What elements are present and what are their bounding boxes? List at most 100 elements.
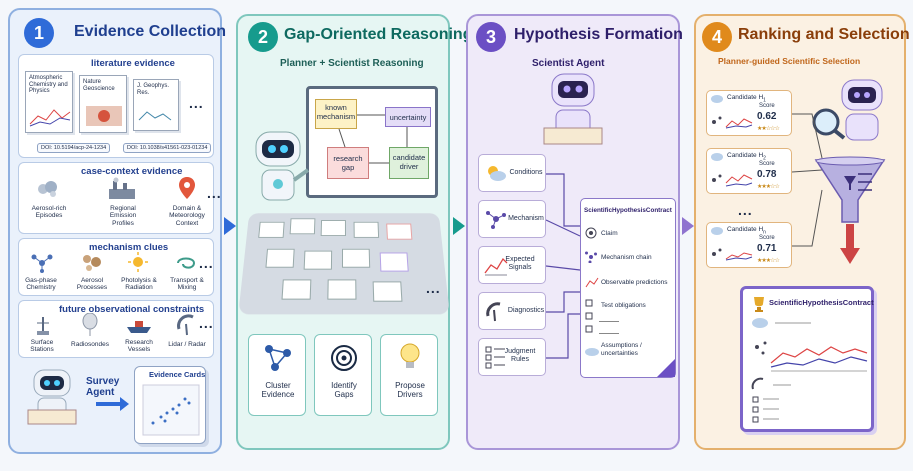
stage-evidence-collection: 1 Evidence Collection literature evidenc… bbox=[8, 8, 226, 454]
flow-arrow bbox=[224, 217, 236, 235]
card-connectors bbox=[546, 173, 581, 359]
expected-signals-card: Expected Signals bbox=[478, 246, 546, 284]
panel-title: literature evidence bbox=[91, 58, 175, 69]
cloud-icon bbox=[585, 348, 599, 356]
score-value: 0.78 bbox=[757, 169, 777, 180]
more-ellipsis: ... bbox=[426, 280, 441, 296]
more-ellipsis: ... bbox=[199, 255, 214, 271]
checklist-icon bbox=[585, 299, 593, 333]
stage-title: Gap-Oriented Reasoning bbox=[284, 26, 473, 43]
stage-number: 3 bbox=[476, 22, 506, 52]
survey-agent-label: Survey Agent bbox=[86, 376, 120, 398]
stage-title: Evidence Collection bbox=[74, 23, 227, 40]
flow-arrow bbox=[682, 217, 694, 235]
signal-chart-icon bbox=[484, 257, 508, 276]
board-connectors bbox=[338, 114, 408, 164]
paper-doc: Atmospheric Chemistry and Physics bbox=[25, 71, 73, 133]
candidate-driver-note: candidate driver bbox=[389, 147, 429, 179]
stage-number: 4 bbox=[702, 22, 732, 52]
action-label: Propose Drivers bbox=[395, 381, 425, 399]
selected-contract: ScientificHypothesisContract bbox=[740, 286, 874, 432]
page-fold bbox=[657, 359, 675, 377]
identify-gaps-box: Identify Gaps bbox=[314, 334, 372, 416]
future-constraints-panel: future observational constraints ... Sur… bbox=[18, 300, 214, 358]
panel-title: case-context evidence bbox=[81, 166, 183, 177]
planner-robot-icon bbox=[255, 131, 310, 201]
doi-label: DOI: 10.1038/s41561-023-01234 bbox=[123, 143, 212, 153]
radar-icon bbox=[177, 314, 194, 336]
diagnostics-card: Diagnostics bbox=[478, 292, 546, 330]
panel-title: mechanism clues bbox=[89, 242, 169, 253]
evidence-cards-label: Evidence Cards bbox=[149, 370, 206, 379]
item-label: Surface Stations bbox=[30, 339, 54, 354]
evidence-card bbox=[379, 252, 409, 272]
stage-number: 1 bbox=[24, 18, 54, 48]
panel-title: future observational constraints bbox=[59, 304, 205, 315]
evidence-card bbox=[386, 223, 413, 240]
mini-chart-icon bbox=[712, 116, 753, 129]
item-label: Gas-phase Chemistry bbox=[25, 277, 57, 292]
mechanism-card: Mechanism bbox=[478, 200, 546, 238]
mini-chart-icon bbox=[712, 248, 753, 261]
target-icon bbox=[331, 345, 357, 371]
scientist-robot-icon bbox=[543, 73, 603, 145]
item-label: Photolysis & Radiation bbox=[121, 277, 157, 292]
doi-label: DOI: 10.5194/acp-24-1234 bbox=[37, 143, 111, 153]
card-label: Conditions bbox=[509, 169, 543, 176]
action-label: Identify Gaps bbox=[331, 381, 357, 399]
evidence-card bbox=[327, 279, 357, 300]
molecule-icon bbox=[585, 251, 597, 263]
contract-item: Observable predictions bbox=[601, 279, 668, 286]
item-label: Aerosol Processes bbox=[76, 277, 108, 292]
score-label: Score bbox=[759, 103, 775, 109]
arrow-head bbox=[120, 397, 129, 411]
satellite-dish-icon bbox=[486, 302, 501, 322]
transport-icon bbox=[177, 257, 196, 269]
contract-item: Claim bbox=[601, 230, 618, 237]
evidence-table bbox=[238, 213, 450, 315]
balloon-icon bbox=[82, 313, 98, 336]
item-label: Lidar / Radar bbox=[168, 341, 206, 348]
stage-subtitle: Scientist Agent bbox=[532, 58, 605, 69]
score-value: 0.71 bbox=[757, 243, 777, 254]
candidate-card: Candidate H1 Score 0.62 ★★☆☆☆ bbox=[706, 90, 792, 136]
weather-icon bbox=[488, 166, 506, 181]
molecule-icon bbox=[31, 254, 53, 273]
candidate-name: Candidate H2 bbox=[727, 152, 766, 162]
action-label: Cluster Evidence bbox=[261, 381, 295, 399]
checklist-icon bbox=[485, 346, 505, 369]
sun-icon bbox=[128, 252, 148, 272]
judgment-rules-card: Judgment Rules bbox=[478, 338, 546, 376]
cloud-icon bbox=[711, 153, 723, 161]
molecule-icon bbox=[486, 211, 506, 229]
location-pin-icon bbox=[179, 177, 195, 199]
divider bbox=[599, 321, 619, 322]
conditions-card: Conditions bbox=[478, 154, 546, 192]
card-label: Expected Signals bbox=[505, 256, 535, 272]
evidence-card bbox=[303, 250, 333, 270]
reasoning-board: known mechanism uncertainty research gap… bbox=[306, 86, 438, 198]
card-label: Diagnostics bbox=[507, 307, 545, 314]
more-ellipsis: ... bbox=[199, 315, 214, 331]
cloud-icon bbox=[711, 227, 723, 235]
evidence-card bbox=[281, 279, 312, 300]
stage-number: 2 bbox=[248, 22, 278, 52]
evidence-card bbox=[258, 221, 285, 238]
stage-title: Hypothesis Formation bbox=[514, 26, 683, 43]
candidate-card: Candidate Hn Score 0.71 ★★★☆☆ bbox=[706, 222, 792, 268]
paper-doc: Nature Geoscience bbox=[79, 75, 127, 133]
more-ellipsis: ... bbox=[207, 185, 222, 201]
stage-subtitle: Planner + Scientist Reasoning bbox=[280, 58, 424, 69]
evidence-card bbox=[320, 220, 346, 237]
star-rating: ★★★☆☆ bbox=[757, 258, 780, 264]
uncertainty-note: uncertainty bbox=[385, 107, 431, 127]
evidence-card bbox=[265, 248, 295, 268]
score-label: Score bbox=[759, 161, 775, 167]
star-rating: ★★★☆☆ bbox=[757, 184, 780, 190]
contract-item: Assumptions / uncertainties bbox=[601, 342, 642, 357]
funnel-connectors bbox=[792, 113, 823, 247]
research-gap-note: research gap bbox=[327, 147, 369, 179]
card-label: Judgment Rules bbox=[504, 348, 536, 364]
particles-icon bbox=[83, 255, 101, 271]
stage-title: Ranking and Selection bbox=[738, 26, 910, 43]
